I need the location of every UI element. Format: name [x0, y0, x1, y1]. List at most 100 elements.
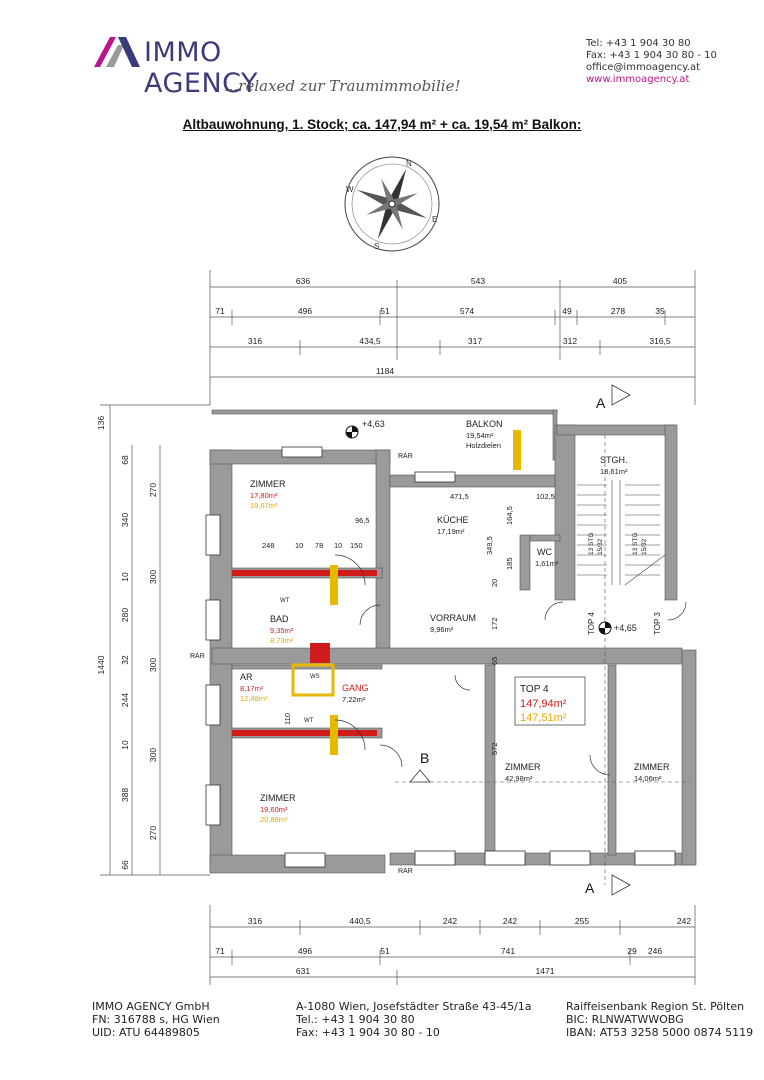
- dim-bot-4405: 440,5: [349, 916, 371, 926]
- dim-top-312: 312: [563, 336, 577, 346]
- room-zimmer3-name: ZIMMER: [634, 762, 670, 772]
- compass-n: N: [406, 159, 412, 168]
- dim-bot-51: 51: [380, 946, 390, 956]
- header-website[interactable]: www.immoagency.at: [586, 74, 690, 85]
- room-stgh-name: STGH.: [600, 455, 628, 465]
- logo-mark-icon: [94, 37, 140, 67]
- room-bad-area: 9,35m²: [270, 626, 294, 635]
- room-zimmer2-name: ZIMMER: [505, 762, 541, 772]
- room-kueche-area: 17,19m²: [437, 527, 465, 536]
- dim-left-10b: 10: [120, 740, 130, 750]
- stairs-label-2b: 15/32: [641, 538, 648, 555]
- room-stgh-area: 18,61m²: [600, 467, 628, 476]
- section-a-top: A: [596, 395, 606, 411]
- dim-top-71: 71: [215, 306, 225, 316]
- dim-bot-242c: 242: [677, 916, 691, 926]
- dim-left-300c: 300: [148, 748, 158, 762]
- dim-bot-71: 71: [215, 946, 225, 956]
- compass-e: E: [432, 215, 437, 224]
- wt-label-2: WT: [304, 718, 314, 724]
- dim-bot-631: 631: [296, 966, 310, 976]
- room-bad-area2: 8,73m²: [270, 636, 294, 645]
- top4-label: TOP 4: [520, 684, 549, 695]
- footer-iban: IBAN: AT53 3258 5000 0874 5119: [566, 1026, 754, 1039]
- header-tel: Tel: +43 1 904 30 80: [586, 38, 691, 49]
- dim-bot-1471: 1471: [536, 966, 555, 976]
- dim-bot-246: 246: [648, 946, 662, 956]
- dim-bot-741: 741: [501, 946, 515, 956]
- room-ar-name: AR: [240, 672, 253, 682]
- dim-in-172: 172: [490, 617, 499, 630]
- footer-uid: UID: ATU 64489805: [92, 1026, 200, 1039]
- dim-in-965: 96,5: [355, 516, 370, 525]
- dim-top-317: 317: [468, 336, 482, 346]
- room-zimmer4-name: ZIMMER: [260, 793, 296, 803]
- dim-in-572: 572: [490, 742, 499, 755]
- compass-w: W: [346, 185, 354, 194]
- header-email: office@immoagency.at: [586, 62, 700, 73]
- dim-in-110: 110: [283, 713, 292, 725]
- brand-slogan: ...relaxed zur Traumimmobilie!: [224, 77, 461, 95]
- footer-street: A-1080 Wien, Josefstädter Straße 43-45/1…: [296, 1000, 532, 1013]
- dim-bot-316: 316: [248, 916, 262, 926]
- dim-in-78: 78: [315, 541, 323, 550]
- rar-label-1: RAR: [398, 453, 413, 460]
- dim-in-1645: 164,5: [505, 506, 514, 525]
- footer-company: IMMO AGENCY GmbH FN: 316788 s, HG Wien U…: [92, 1000, 220, 1039]
- room-zimmer1-name: ZIMMER: [250, 479, 286, 489]
- page-title: Altbauwohnung, 1. Stock; ca. 147,94 m² +…: [182, 117, 582, 132]
- dim-top-35: 35: [655, 306, 665, 316]
- dim-in-65: 65: [490, 657, 499, 665]
- room-wc-area: 1,61m²: [535, 559, 559, 568]
- dim-top-316: 316: [248, 336, 262, 346]
- compass-s: S: [374, 242, 379, 251]
- header-fax: Fax: +43 1 904 30 80 - 10: [586, 50, 717, 61]
- top4-area-red: 147,94m²: [520, 698, 567, 710]
- dim-top-3165: 316,5: [649, 336, 671, 346]
- dim-in-20: 20: [490, 579, 499, 587]
- dim-in-248: 248: [262, 541, 275, 550]
- footer-fn: FN: 316788 s, HG Wien: [92, 1013, 220, 1026]
- dim-top-496: 496: [298, 306, 312, 316]
- rar-label-3: RAR: [398, 868, 413, 875]
- dim-top-405: 405: [613, 276, 627, 286]
- room-vorraum-name: VORRAUM: [430, 613, 476, 623]
- header-contact: Tel: +43 1 904 30 80 Fax: +43 1 904 30 8…: [586, 38, 717, 86]
- room-bad-name: BAD: [270, 614, 289, 624]
- footer-bic: BIC: RLNWATWWOBG: [566, 1013, 684, 1026]
- footer-address: A-1080 Wien, Josefstädter Straße 43-45/1…: [296, 1000, 532, 1039]
- floor-plan: 636 543 405 71 496 51 574 49 278 35 316 …: [96, 270, 697, 985]
- dim-in-3495: 349,5: [485, 536, 494, 555]
- room-zimmer4-area2: 20,88m²: [260, 815, 288, 824]
- stairs-label-1b: 15/32: [597, 538, 604, 555]
- dim-top-636: 636: [296, 276, 310, 286]
- dim-left-136: 136: [96, 416, 106, 430]
- dim-top-574: 574: [460, 306, 474, 316]
- dim-left-10a: 10: [120, 572, 130, 582]
- dim-in-150: 150: [350, 541, 363, 550]
- dim-left-300a: 300: [148, 570, 158, 584]
- room-zimmer4-area: 19,60m²: [260, 805, 288, 814]
- room-balkon-note: Holzdielen: [466, 441, 501, 450]
- dim-bot-255: 255: [575, 916, 589, 926]
- section-a-bottom: A: [585, 880, 595, 896]
- dim-in-10b: 10: [334, 541, 342, 550]
- dim-top-543: 543: [471, 276, 485, 286]
- top4-area-orange: 147,51m²: [520, 712, 567, 724]
- room-zimmer3-area: 14,06m²: [634, 774, 662, 783]
- stairs-label-1: 13 STG: [588, 533, 595, 555]
- room-vorraum-area: 9,96m²: [430, 625, 454, 634]
- section-b: B: [420, 750, 429, 766]
- room-ar-area: 8,17m²: [240, 684, 264, 693]
- dim-bot-496: 496: [298, 946, 312, 956]
- dim-top-1184: 1184: [376, 366, 395, 376]
- room-wc-name: WC: [537, 547, 552, 557]
- top3-label: TOP 3: [653, 612, 662, 635]
- room-gang-name: GANG: [342, 683, 369, 693]
- dim-left-340: 340: [120, 513, 130, 527]
- dim-top-49: 49: [562, 306, 572, 316]
- dim-left-270a: 270: [148, 483, 158, 497]
- dim-in-185: 185: [505, 557, 514, 570]
- room-balkon-area: 19,54m²: [466, 431, 494, 440]
- logo: IMMO AGENCY ...relaxed zur Traumimmobili…: [92, 33, 460, 99]
